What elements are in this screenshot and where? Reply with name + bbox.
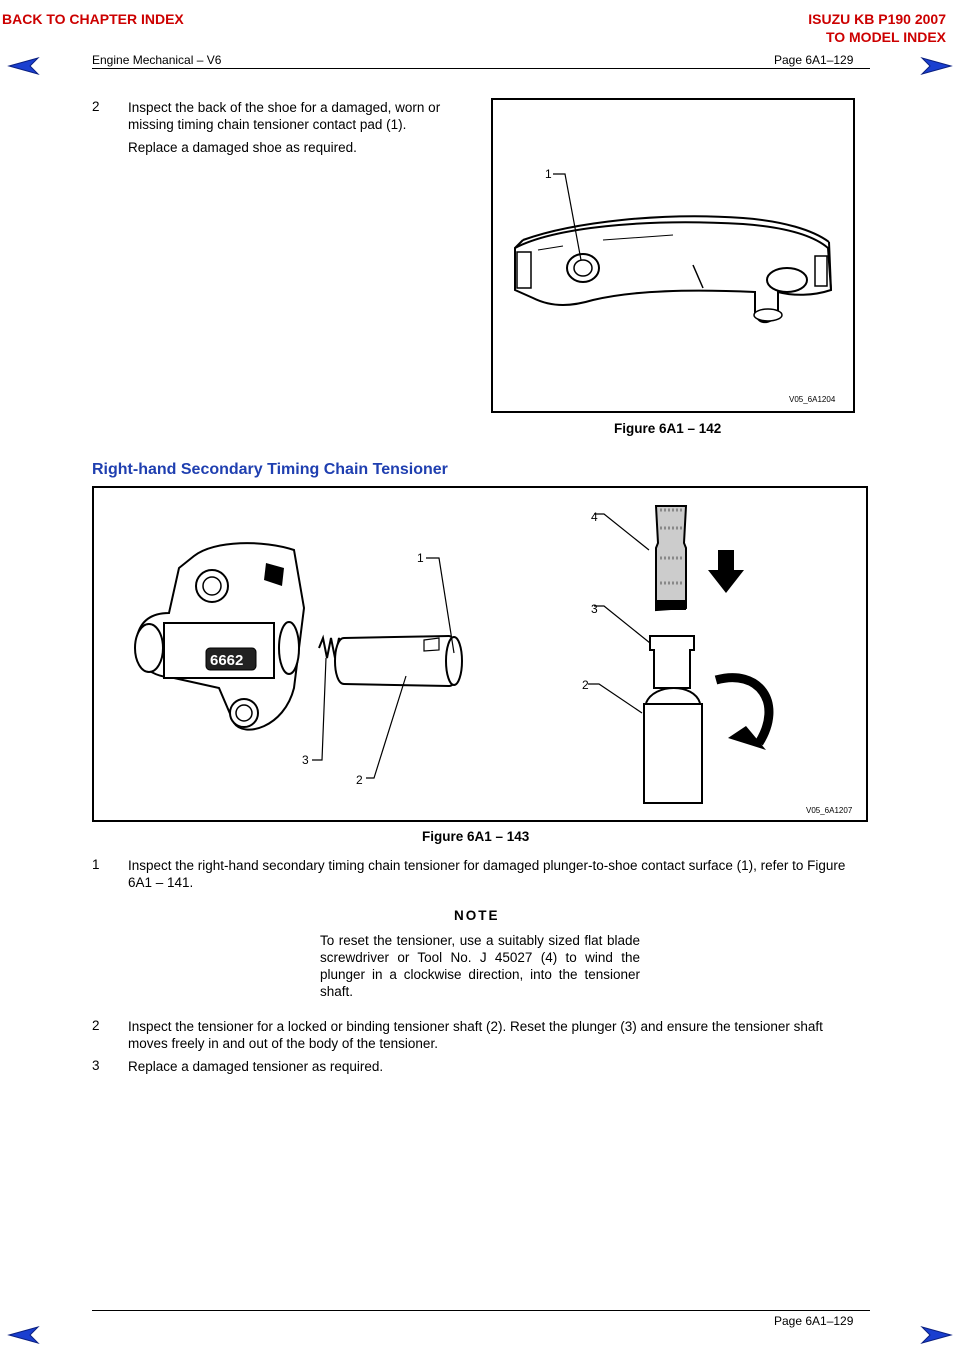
footer-rule xyxy=(92,1310,870,1311)
footer-right: Page 6A1–129 xyxy=(774,1314,854,1328)
back-to-chapter-index-link[interactable]: BACK TO CHAPTER INDEX xyxy=(2,11,184,27)
to-model-index-link[interactable]: TO MODEL INDEX xyxy=(825,29,946,45)
step-1-number: 1 xyxy=(92,857,100,872)
figure-143: 6662 1 2 3 4 3 2 xyxy=(92,486,868,822)
part-marking: 6662 xyxy=(210,652,243,669)
callout-1: 1 xyxy=(545,167,552,181)
figure-142-caption: Figure 6A1 – 142 xyxy=(614,421,722,436)
note-title: NOTE xyxy=(454,908,500,923)
figure-code: V05_6A1207 xyxy=(806,806,853,815)
callout-3: 3 xyxy=(302,753,309,767)
figure-142: 1 V05_6A1204 xyxy=(491,98,855,413)
header-right: Page 6A1–129 xyxy=(774,53,854,67)
step-2-text: Inspect the tensioner for a locked or bi… xyxy=(128,1019,823,1051)
tensioner-illustration: 6662 1 2 3 4 3 2 xyxy=(134,505,853,815)
model-title-link[interactable]: ISUZU KB P190 2007 xyxy=(808,11,946,27)
callout-1: 1 xyxy=(417,551,424,565)
callout-2: 2 xyxy=(356,773,363,787)
next-page-arrow-bottom-icon[interactable] xyxy=(920,1324,954,1346)
timing-chain-shoe-illustration: 1 V05_6A1204 xyxy=(514,167,836,404)
step-text-2: Replace a damaged shoe as required. xyxy=(128,140,357,155)
note-text: To reset the tensioner, use a suitably s… xyxy=(320,933,640,999)
header-left: Engine Mechanical – V6 xyxy=(92,53,222,67)
step-text: Inspect the back of the shoe for a damag… xyxy=(128,100,441,132)
step-number: 2 xyxy=(92,99,100,114)
figure-code: V05_6A1204 xyxy=(789,395,836,404)
callout-2b: 2 xyxy=(582,678,589,692)
step-1-text: Inspect the right-hand secondary timing … xyxy=(128,858,846,890)
previous-page-arrow-bottom-icon[interactable] xyxy=(6,1324,40,1346)
next-page-arrow-icon[interactable] xyxy=(920,55,954,77)
step-3-text: Replace a damaged tensioner as required. xyxy=(128,1059,384,1074)
figure-143-caption: Figure 6A1 – 143 xyxy=(422,829,530,844)
section-title: Right-hand Secondary Timing Chain Tensio… xyxy=(92,461,448,478)
step-3-number: 3 xyxy=(92,1058,100,1073)
header-rule xyxy=(92,68,870,69)
callout-4: 4 xyxy=(591,510,598,524)
step-2-number: 2 xyxy=(92,1018,100,1033)
previous-page-arrow-icon[interactable] xyxy=(6,55,40,77)
callout-3b: 3 xyxy=(591,602,598,616)
